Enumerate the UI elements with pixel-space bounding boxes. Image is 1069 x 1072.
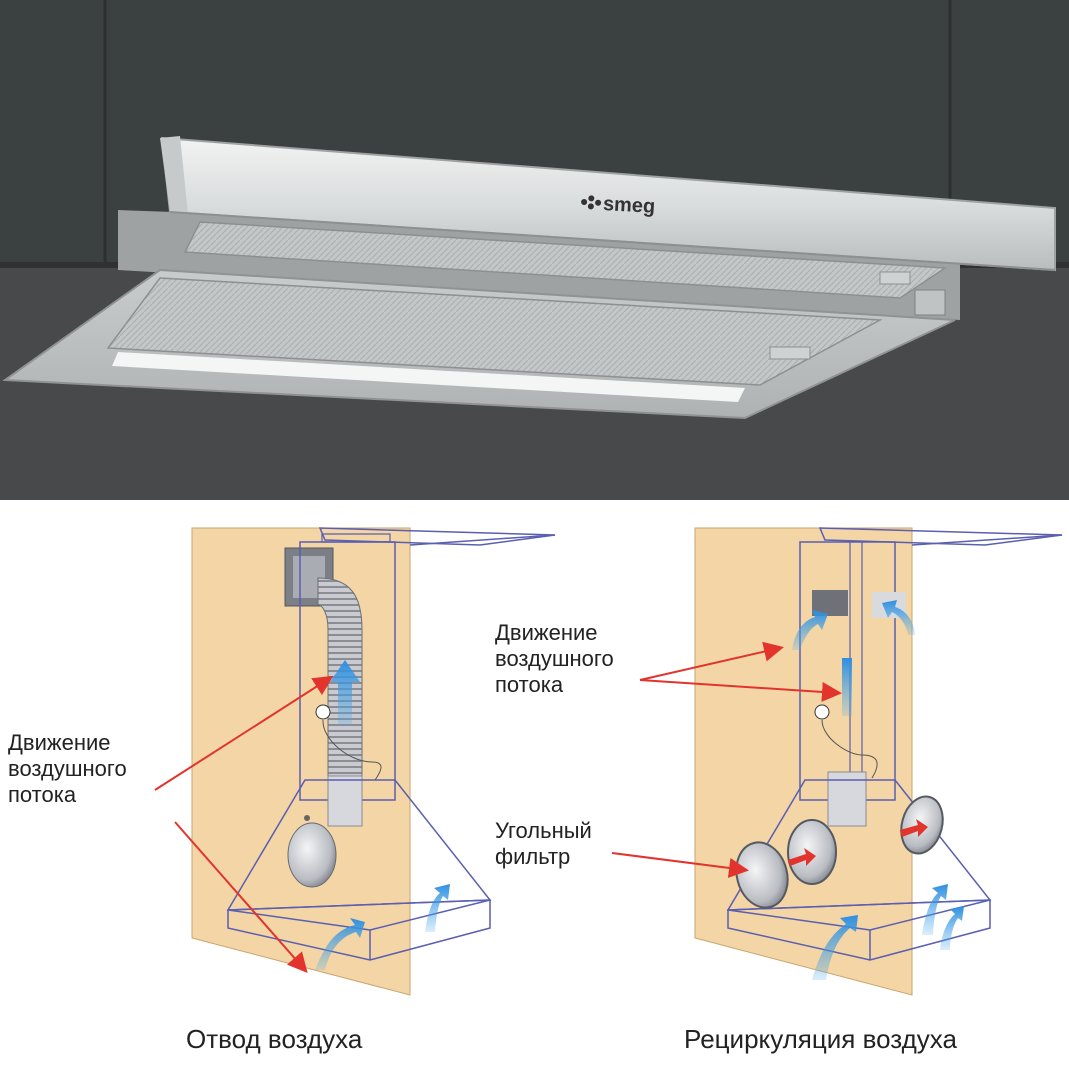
hood-motor-disc xyxy=(287,822,337,888)
recirculation-diagram xyxy=(611,527,1063,996)
airflow-arrow xyxy=(792,610,828,650)
svg-text:smeg: smeg xyxy=(602,193,655,218)
airflow-arrow xyxy=(330,660,360,725)
grease-filter-back xyxy=(183,221,948,299)
light-strip xyxy=(112,352,745,402)
socket-icon xyxy=(814,704,830,720)
exhaust-diagram xyxy=(154,527,556,996)
control-knob xyxy=(914,289,946,316)
airflow-diagrams xyxy=(154,527,1063,996)
airflow-arrow xyxy=(882,600,915,635)
ceiling-outline xyxy=(318,527,556,546)
control-button xyxy=(769,346,811,360)
airflow-label-right: Движение воздушного потока xyxy=(495,620,614,697)
pointer-line xyxy=(611,852,749,878)
ceiling-outline xyxy=(818,527,1063,546)
airflow-arrow xyxy=(922,884,948,935)
hood-product-photo: smeg xyxy=(0,0,1069,500)
airflow-arrow xyxy=(940,906,964,950)
grease-filter-front xyxy=(106,277,883,386)
carbon-filter-disc xyxy=(735,841,789,909)
airflow-arrow xyxy=(315,918,365,970)
hood-base xyxy=(227,899,491,961)
caption-exhaust: Отвод воздуха xyxy=(186,1024,363,1054)
airflow-arrow xyxy=(425,884,450,932)
socket-icon xyxy=(315,704,331,720)
airflow-label-left: Движение воздушного потока xyxy=(8,730,127,807)
airflow-arrow xyxy=(812,915,858,980)
hood-base xyxy=(727,899,991,961)
pointer-line xyxy=(639,641,784,681)
caption-recirculation: Рециркуляция воздуха xyxy=(684,1024,957,1054)
control-button xyxy=(879,271,911,285)
airflow-arrow xyxy=(900,819,928,837)
carbon-filter-disc xyxy=(787,819,837,885)
smeg-logo: smeg xyxy=(581,193,656,218)
pointer-line xyxy=(639,679,842,702)
carbon-filter-label: Угольный фильтр xyxy=(495,818,592,869)
airflow-arrow xyxy=(788,848,816,866)
pointer-line xyxy=(154,675,334,791)
pointer-line xyxy=(174,821,308,974)
motor-housing xyxy=(827,771,867,827)
